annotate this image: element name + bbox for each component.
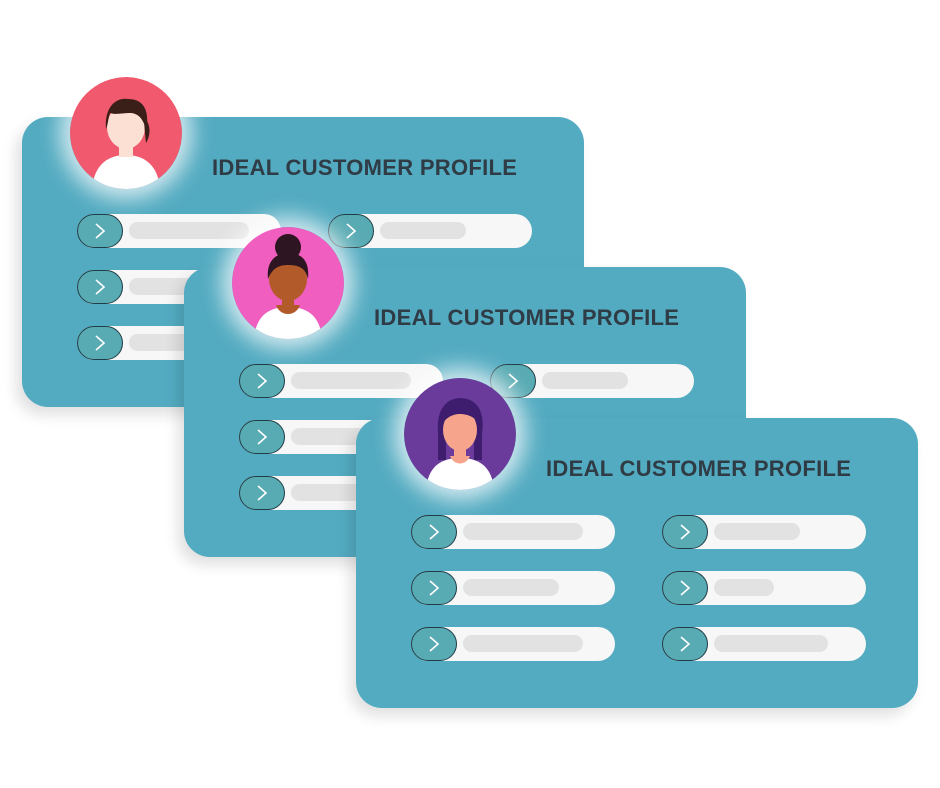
profile-field[interactable] <box>662 627 866 661</box>
profile-field[interactable] <box>411 627 615 661</box>
chevron-right-icon[interactable] <box>77 214 123 248</box>
card-title: IDEAL CUSTOMER PROFILE <box>374 305 680 330</box>
profile-field[interactable] <box>77 214 281 248</box>
profile-field[interactable] <box>662 515 866 549</box>
profile-field[interactable] <box>239 364 443 398</box>
text-placeholder-bar <box>714 523 800 540</box>
avatar-3 <box>404 378 516 490</box>
chevron-right-icon[interactable] <box>77 270 123 304</box>
chevron-right-icon[interactable] <box>411 627 457 661</box>
avatar-1 <box>70 77 182 189</box>
avatar-2 <box>232 227 344 339</box>
text-placeholder-bar <box>463 635 583 652</box>
profile-field[interactable] <box>662 571 866 605</box>
profile-field[interactable] <box>411 515 615 549</box>
profile-field[interactable] <box>328 214 532 248</box>
chevron-right-icon[interactable] <box>239 420 285 454</box>
text-placeholder-bar <box>129 222 249 239</box>
profile-card-3: IDEAL CUSTOMER PROFILE <box>356 378 918 708</box>
profile-field[interactable] <box>490 364 694 398</box>
chevron-right-icon[interactable] <box>662 627 708 661</box>
chevron-right-icon[interactable] <box>411 571 457 605</box>
text-placeholder-bar <box>463 579 559 596</box>
text-placeholder-bar <box>463 523 583 540</box>
chevron-right-icon[interactable] <box>490 364 536 398</box>
profile-field[interactable] <box>411 571 615 605</box>
chevron-right-icon[interactable] <box>662 515 708 549</box>
chevron-right-icon[interactable] <box>239 476 285 510</box>
chevron-right-icon[interactable] <box>411 515 457 549</box>
text-placeholder-bar <box>291 372 411 389</box>
card-title: IDEAL CUSTOMER PROFILE <box>212 155 518 180</box>
text-placeholder-bar <box>542 372 628 389</box>
text-placeholder-bar <box>380 222 466 239</box>
chevron-right-icon[interactable] <box>328 214 374 248</box>
text-placeholder-bar <box>714 579 774 596</box>
text-placeholder-bar <box>714 635 828 652</box>
chevron-right-icon[interactable] <box>77 326 123 360</box>
card-title: IDEAL CUSTOMER PROFILE <box>546 456 852 481</box>
chevron-right-icon[interactable] <box>239 364 285 398</box>
chevron-right-icon[interactable] <box>662 571 708 605</box>
